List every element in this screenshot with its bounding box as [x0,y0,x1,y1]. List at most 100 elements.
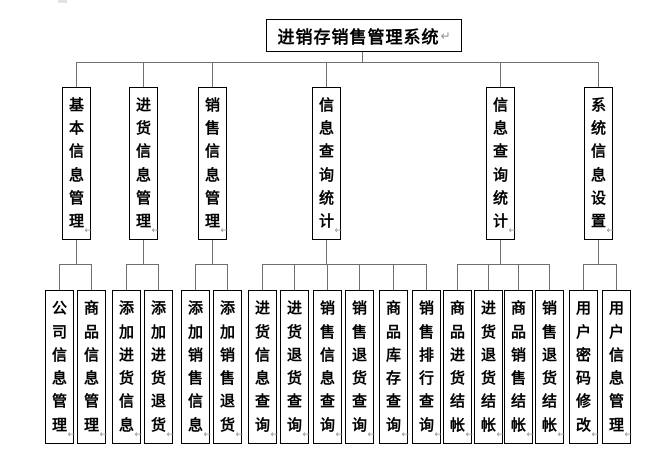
branch-label: 基本信息管理 [68,96,84,230]
connector-line [426,264,427,290]
connector-line [76,62,77,87]
text-end-mark: ← [434,430,442,440]
text-end-mark: ← [335,430,343,440]
branch-label: 信息查询统计 [492,96,508,230]
leaf-label: 商品库存查询 [385,299,401,434]
leaf-label: 销售退货查询 [351,299,367,434]
connector-line [59,264,60,290]
leaf-sales-info-query: 销售信息查询 ← [313,290,343,444]
paragraph-return-mark: ↵ [440,28,451,43]
connector-line [143,240,144,264]
branch-basic-info-mgmt: 基本信息管理 ← [62,87,92,240]
text-end-mark: ← [235,430,243,440]
connector-line [457,264,458,290]
leaf-label: 进货退货查询 [286,299,302,434]
connector-line [393,264,394,290]
branch-system-info-settings: 系统信息设置 ← [584,87,614,240]
leaf-label: 公司信息管理 [51,299,67,434]
text-end-mark: ← [334,226,342,236]
connector-line [212,240,213,264]
connector-line [59,264,92,265]
leaf-label: 添加进货信息 [118,299,134,434]
leaf-label: 销售信息查询 [319,299,335,434]
leaf-sales-return-settlement: 销售退货结帐 ← [535,290,565,444]
leaf-label: 用户信息管理 [608,299,624,434]
text-end-mark: ← [624,430,632,440]
leaf-label: 进货退货结帐 [480,299,496,434]
leaf-add-sales-info: 添加销售信息 ← [181,290,211,444]
leaf-add-sales-return: 添加销售退货 ← [213,290,243,444]
leaf-company-info-mgmt: 公司信息管理 ← [45,290,75,444]
leaf-label: 添加销售退货 [219,299,235,434]
branch-sales-info-mgmt: 销售信息管理 ← [198,87,228,240]
leaf-label: 添加进货退货 [150,299,166,434]
connector-line [583,264,617,265]
leaf-label: 商品销售结帐 [510,299,526,434]
connector-line [359,264,360,290]
connector-line [457,264,550,265]
branch-label: 系统信息设置 [590,96,606,230]
branch-label: 进货信息管理 [135,96,151,230]
connector-line [583,264,584,290]
leaf-label: 添加销售信息 [187,299,203,434]
leaf-sales-return-query: 销售退货查询 ← [345,290,375,444]
branch-info-query-stats-2: 信息查询统计 ← [486,87,516,240]
connector-line [327,264,328,290]
text-end-mark: ← [203,430,211,440]
text-end-mark: ← [166,430,174,440]
connector-line [262,264,263,290]
text-end-mark: ← [67,430,75,440]
connector-line [598,240,599,264]
root-node-system-title: 进销存销售管理系统↵ [266,19,462,52]
text-end-mark: ← [526,430,534,440]
connector-line [158,264,159,290]
text-end-mark: ← [99,430,107,440]
leaf-purchase-return-query: 进货退货查询 ← [280,290,310,444]
text-end-mark: ← [557,430,565,440]
leaf-purchase-info-query: 进货信息查询 ← [248,290,278,444]
leaf-label: 用户密码修改 [575,299,591,434]
connector-line [195,264,196,290]
connector-line [326,62,327,87]
leaf-sales-ranking-query: 销售排行查询 ← [412,290,442,444]
text-end-mark: ← [591,430,599,440]
leaf-label: 商品进货结帐 [449,299,465,434]
leaf-product-info-mgmt: 商品信息管理 ← [77,290,107,444]
connector-line [227,264,228,290]
text-end-mark: ← [496,430,504,440]
root-node-label: 进销存销售管理系统 [277,28,440,48]
connector-line [262,264,427,265]
connector-line [500,62,501,87]
leaf-product-purchase-settlement: 商品进货结帐 ← [443,290,473,444]
connector-line [76,62,599,63]
connector-line [91,264,92,290]
connector-line [294,264,295,290]
text-end-mark: ← [151,226,159,236]
text-end-mark: ← [508,226,516,236]
text-end-mark: ← [367,430,375,440]
connector-line [143,62,144,87]
text-end-mark: ← [606,226,614,236]
leaf-label: 商品信息管理 [83,299,99,434]
text-end-mark: ← [302,430,310,440]
leaf-purchase-return-settlement: 进货退货结帐 ← [474,290,504,444]
branch-purchase-info-mgmt: 进货信息管理 ← [129,87,159,240]
connector-line [518,264,519,290]
connector-line [76,240,77,264]
connector-line [212,62,213,87]
cropped-text-artifact [58,0,67,3]
connector-line [616,264,617,290]
branch-label: 销售信息管理 [204,96,220,230]
connector-line [195,264,228,265]
leaf-label: 销售排行查询 [418,299,434,434]
connector-line [126,264,127,290]
connector-line [549,264,550,290]
connector-line [488,264,489,290]
leaf-user-password-change: 用户密码修改 ← [569,290,599,444]
leaf-product-sales-settlement: 商品销售结帐 ← [504,290,534,444]
connector-line [598,62,599,87]
leaf-user-info-mgmt: 用户信息管理 ← [602,290,632,444]
connector-line [362,52,363,62]
leaf-add-purchase-info: 添加进货信息 ← [112,290,142,444]
